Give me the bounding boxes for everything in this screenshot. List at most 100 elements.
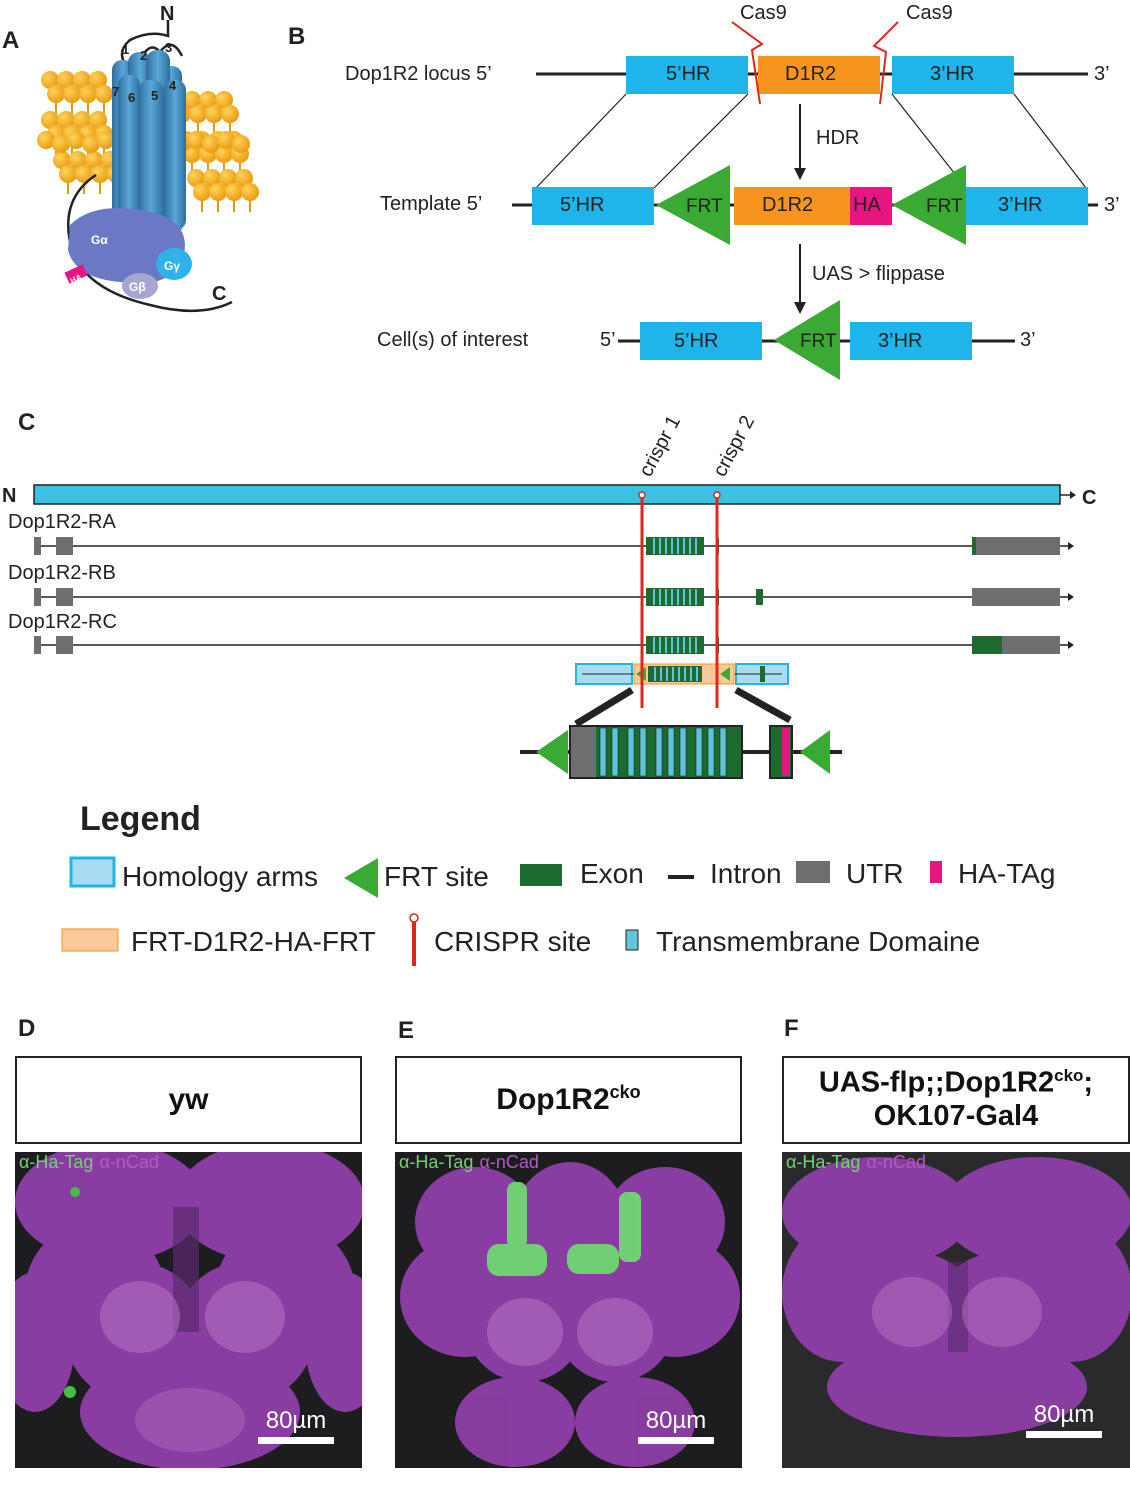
svg-text:UTR: UTR [846, 858, 904, 889]
protein-bar [33, 484, 1061, 505]
svg-text:3’: 3’ [1020, 329, 1036, 351]
svg-text:FRT site: FRT site [384, 861, 489, 892]
locus-d1r2 [758, 56, 880, 94]
cas9-left-label: Cas9 [740, 2, 787, 24]
caption-f: UAS-flp;;Dop1R2cko;OK107-Gal4 [782, 1056, 1130, 1144]
svg-text:HA: HA [853, 194, 881, 216]
svg-text:3’: 3’ [1094, 63, 1110, 85]
svg-text:3’HR: 3’HR [998, 194, 1042, 216]
cas9-cut-left [731, 21, 764, 105]
svg-text:Dop1R2-RC: Dop1R2-RC [8, 611, 117, 633]
template-d1r2 [734, 187, 850, 225]
svg-text:7: 7 [112, 84, 119, 99]
svg-text:CRISPR site: CRISPR site [434, 926, 591, 957]
svg-text:D1R2: D1R2 [785, 63, 836, 85]
svg-text:Transmembrane Domaine: Transmembrane Domaine [656, 926, 980, 957]
svg-text:5’HR: 5’HR [560, 194, 604, 216]
locus-label: Dop1R2 locus 5’ [345, 63, 492, 85]
c-terminus-label: C [212, 283, 226, 305]
helix-numbers: 1 2 3 7 6 5 4 [112, 40, 177, 105]
panel-label-e: E [398, 1017, 414, 1044]
svg-text:FRT: FRT [686, 196, 723, 217]
g-beta-subunit [122, 273, 158, 299]
svg-text:Dop1R2-RA: Dop1R2-RA [8, 511, 116, 533]
cell-frt [774, 300, 840, 380]
crispr-1-label: crispr 1 [635, 412, 685, 480]
isoform-rb: Dop1R2-RB [8, 562, 1074, 606]
svg-text:Gα: Gα [91, 233, 108, 247]
svg-text:Dop1R2-RB: Dop1R2-RB [8, 562, 116, 584]
panel-label-c: C [18, 409, 35, 436]
hdr-label: HDR [816, 127, 859, 149]
legend-swatch-ha [930, 861, 942, 883]
svg-text:FRT-D1R2-HA-FRT: FRT-D1R2-HA-FRT [131, 926, 376, 957]
legend-swatch-homology [69, 856, 116, 888]
svg-text:3’HR: 3’HR [878, 330, 922, 352]
ha-tag-marker [64, 264, 88, 284]
svg-text:Gγ: Gγ [164, 259, 180, 273]
svg-text:Gβ: Gβ [129, 280, 146, 294]
protein-c-label: C [1082, 487, 1096, 509]
legend-title: Legend [80, 800, 201, 838]
caption-e: Dop1R2cko [395, 1056, 742, 1144]
legend: Legend Homology arms FRT site Exon Intro… [61, 800, 1056, 966]
template-label: Template 5’ [380, 193, 482, 215]
n-terminus-label: N [160, 3, 174, 25]
svg-text:5’HR: 5’HR [674, 330, 718, 352]
cas9-right-label: Cas9 [906, 2, 953, 24]
cell-5hr [640, 322, 762, 360]
panel-label-b: B [288, 23, 305, 50]
legend-swatch-exon [520, 864, 562, 886]
receptor-schematic: 1 2 3 7 6 5 4 N Gα Gγ Gβ HA C [37, 3, 259, 313]
crispr-2-label: crispr 2 [709, 412, 759, 480]
svg-text:Homology arms: Homology arms [122, 861, 318, 892]
panel-label-f: F [784, 1015, 799, 1042]
main-exon-blocks [646, 537, 704, 654]
panel-label-d: D [18, 1015, 35, 1042]
svg-text:6: 6 [128, 90, 135, 105]
g-alpha-subunit [68, 208, 185, 284]
svg-text:1: 1 [122, 42, 129, 57]
template-ha [850, 187, 892, 225]
caption-d: yw [15, 1056, 362, 1144]
scale-bar-f: 80µm [1026, 1401, 1102, 1438]
svg-text:2: 2 [140, 48, 147, 63]
svg-text:3’: 3’ [1104, 194, 1120, 216]
cell-label: Cell(s) of interest [377, 329, 529, 351]
svg-text:4: 4 [169, 78, 177, 93]
isoform-ra: Dop1R2-RA [8, 511, 1074, 555]
cas9-cut-right [872, 21, 899, 105]
legend-swatch-frt [344, 858, 378, 898]
svg-text:5’HR: 5’HR [666, 63, 710, 85]
panel-label-a: A [2, 27, 19, 54]
protein-n-label: N [2, 485, 16, 507]
svg-text:HA-TAg: HA-TAg [958, 858, 1056, 889]
svg-text:5: 5 [151, 88, 158, 103]
legend-swatch-insert [61, 928, 119, 952]
template-frt-1 [656, 165, 730, 245]
locus-5hr [626, 56, 748, 94]
template-3hr [966, 187, 1088, 225]
svg-text:3: 3 [165, 40, 172, 55]
gene-targeting-scheme: Cas9 Cas9 Dop1R2 locus 5’ 5’HR D1R2 3’HR… [345, 2, 1120, 380]
transmembrane-helices [112, 50, 186, 255]
svg-text:Exon: Exon [580, 858, 644, 889]
locus-3hr [892, 56, 1014, 94]
scale-bar-e: 80µm [638, 1407, 714, 1444]
legend-swatch-utr [796, 861, 830, 883]
zoomed-insert [520, 725, 842, 779]
gene-structure: crispr 1 crispr 2 N C Dop1R2-RA Dop1R2-R… [2, 412, 1096, 779]
cell-3hr [850, 322, 972, 360]
svg-text:D1R2: D1R2 [762, 194, 813, 216]
g-gamma-subunit [156, 248, 192, 280]
isoform-rc: Dop1R2-RC [8, 611, 1074, 654]
flippase-label: UAS > flippase [812, 263, 945, 285]
svg-text:FRT: FRT [800, 331, 837, 352]
